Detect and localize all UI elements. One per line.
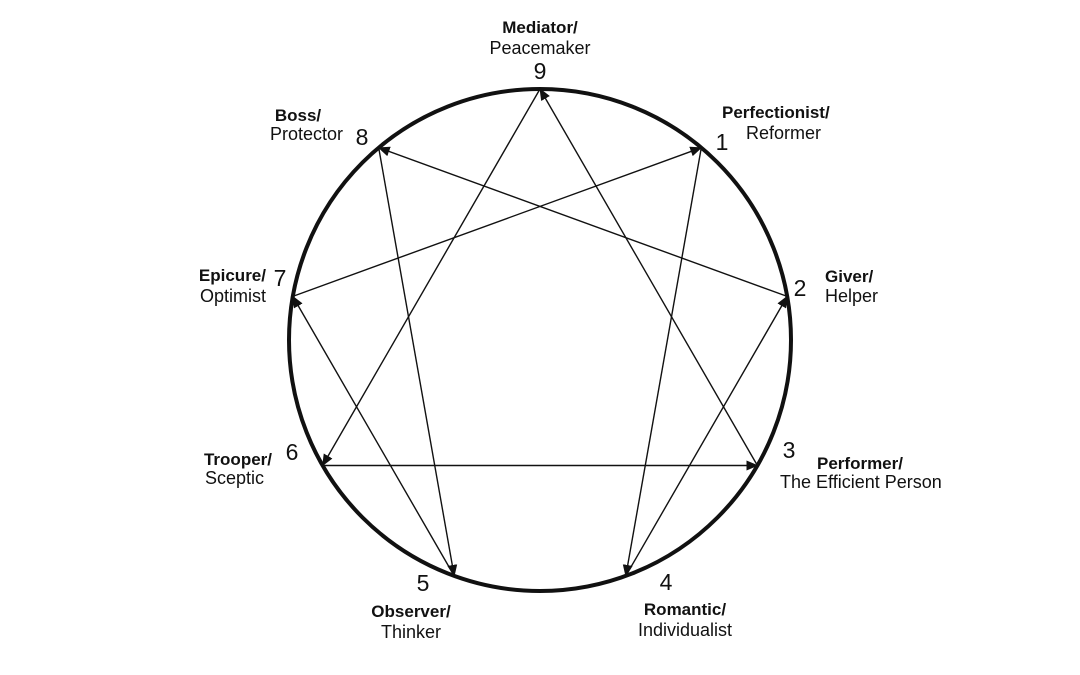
arrow-8-to-5 — [378, 147, 458, 577]
arrow-layer — [292, 88, 788, 577]
type-4-title: Romantic/ — [644, 600, 726, 619]
type-2-group: 2 Giver/ Helper — [794, 267, 878, 306]
type-8-number: 8 — [356, 124, 369, 150]
type-5-subtitle: Thinker — [381, 622, 441, 642]
arrow-2-to-8 — [377, 146, 788, 298]
type-1-group: Perfectionist/ Reformer 1 — [716, 103, 830, 155]
type-5-title: Observer/ — [371, 602, 451, 621]
type-6-subtitle: Sceptic — [205, 468, 264, 488]
outer-circle — [287, 87, 793, 593]
type-7-group: Epicure/ Optimist 7 — [199, 265, 286, 306]
type-1-subtitle: Reformer — [746, 123, 821, 143]
type-6-group: Trooper/ Sceptic 6 — [204, 439, 298, 488]
type-6-title: Trooper/ — [204, 450, 272, 469]
arrow-4-to-2 — [625, 295, 788, 577]
type-8-group: Boss/ Protector 8 — [270, 106, 368, 150]
arrow-9-to-6 — [321, 88, 541, 467]
arrow-7-to-1 — [292, 146, 703, 298]
type-3-title: Performer/ — [817, 454, 903, 473]
type-5-number: 5 — [417, 570, 430, 596]
type-4-number: 4 — [660, 569, 673, 595]
type-7-number: 7 — [274, 265, 287, 291]
type-5-group: 5 Observer/ Thinker — [371, 570, 451, 642]
type-3-group: 3 Performer/ The Efficient Person — [780, 437, 942, 492]
arrow-5-to-7 — [292, 295, 455, 577]
type-9-number: 9 — [534, 58, 547, 84]
arrow-3-to-9 — [539, 88, 759, 466]
type-2-subtitle: Helper — [825, 286, 878, 306]
type-3-number: 3 — [783, 437, 796, 463]
type-8-title: Boss/ — [275, 106, 322, 125]
type-2-title: Giver/ — [825, 267, 873, 286]
type-9-group: Mediator/ Peacemaker 9 — [489, 18, 590, 84]
type-1-number: 1 — [716, 129, 729, 155]
type-7-title: Epicure/ — [199, 266, 266, 285]
type-4-subtitle: Individualist — [638, 620, 732, 640]
type-9-subtitle: Peacemaker — [489, 38, 590, 58]
type-9-title: Mediator/ — [502, 18, 578, 37]
type-6-number: 6 — [286, 439, 299, 465]
type-2-number: 2 — [794, 275, 807, 301]
type-7-subtitle: Optimist — [200, 286, 266, 306]
type-4-group: 4 Romantic/ Individualist — [638, 569, 732, 640]
type-3-subtitle: The Efficient Person — [780, 472, 942, 492]
type-8-subtitle: Protector — [270, 124, 343, 144]
type-1-title: Perfectionist/ — [722, 103, 830, 122]
arrow-1-to-4 — [622, 147, 702, 577]
